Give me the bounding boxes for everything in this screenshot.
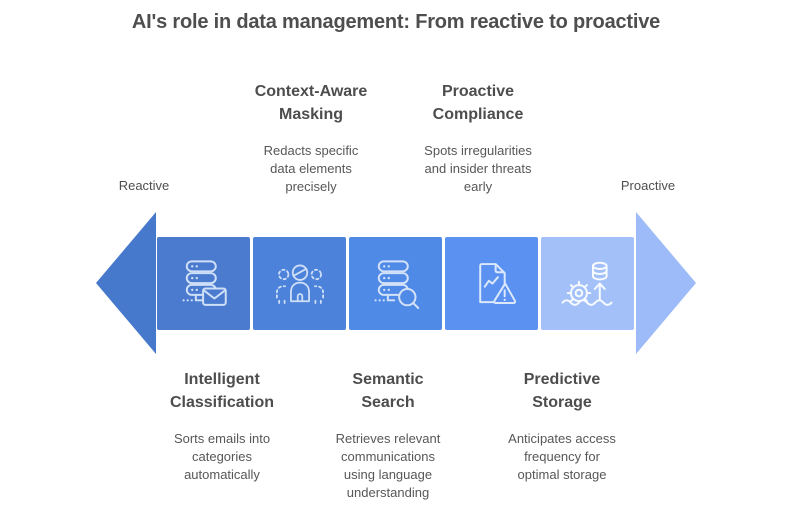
masked-person-icon — [275, 264, 324, 305]
step-label-proactive-compliance: Proactive Compliance Spots irregularitie… — [383, 80, 573, 196]
reactive-label: Reactive — [118, 178, 170, 193]
step-title: Context-Aware Masking — [254, 83, 368, 123]
step-square-intelligent-classification — [157, 237, 250, 330]
arrowhead-right — [636, 212, 696, 354]
step-square-semantic-search — [349, 237, 442, 330]
step-title: Semantic Search — [352, 371, 424, 411]
arrowhead-left — [96, 212, 156, 354]
document-alert-icon — [478, 262, 516, 304]
step-description: Redacts specific data elements precisely — [263, 143, 359, 194]
flow-steps — [157, 237, 634, 330]
page-title: AI's role in data management: From react… — [131, 11, 661, 33]
step-label-predictive-storage: Predictive Storage Anticipates access fr… — [467, 368, 657, 484]
step-description: Retrieves relevant communications using … — [335, 431, 441, 500]
step-description: Sorts emails into categories automatical… — [173, 431, 271, 482]
step-label-context-aware-masking: Context-Aware Masking Redacts specific d… — [216, 80, 406, 196]
step-label-intelligent-classification: Intelligent Classification Sorts emails … — [127, 368, 317, 484]
step-square-proactive-compliance — [445, 237, 538, 330]
gear-storage-icon — [561, 261, 613, 313]
step-square-predictive-storage — [541, 237, 634, 330]
step-label-semantic-search: Semantic Search Retrieves relevant commu… — [293, 368, 483, 502]
step-title: Proactive Compliance — [432, 83, 524, 123]
server-mail-icon — [182, 259, 227, 306]
step-title: Intelligent Classification — [169, 371, 275, 411]
step-description: Spots irregularities and insider threats… — [424, 143, 532, 194]
step-description: Anticipates access frequency for optimal… — [508, 431, 616, 482]
step-title: Predictive Storage — [523, 371, 601, 411]
proactive-label: Proactive — [620, 178, 676, 193]
step-square-context-aware-masking — [253, 237, 346, 330]
server-search-icon — [374, 259, 419, 309]
